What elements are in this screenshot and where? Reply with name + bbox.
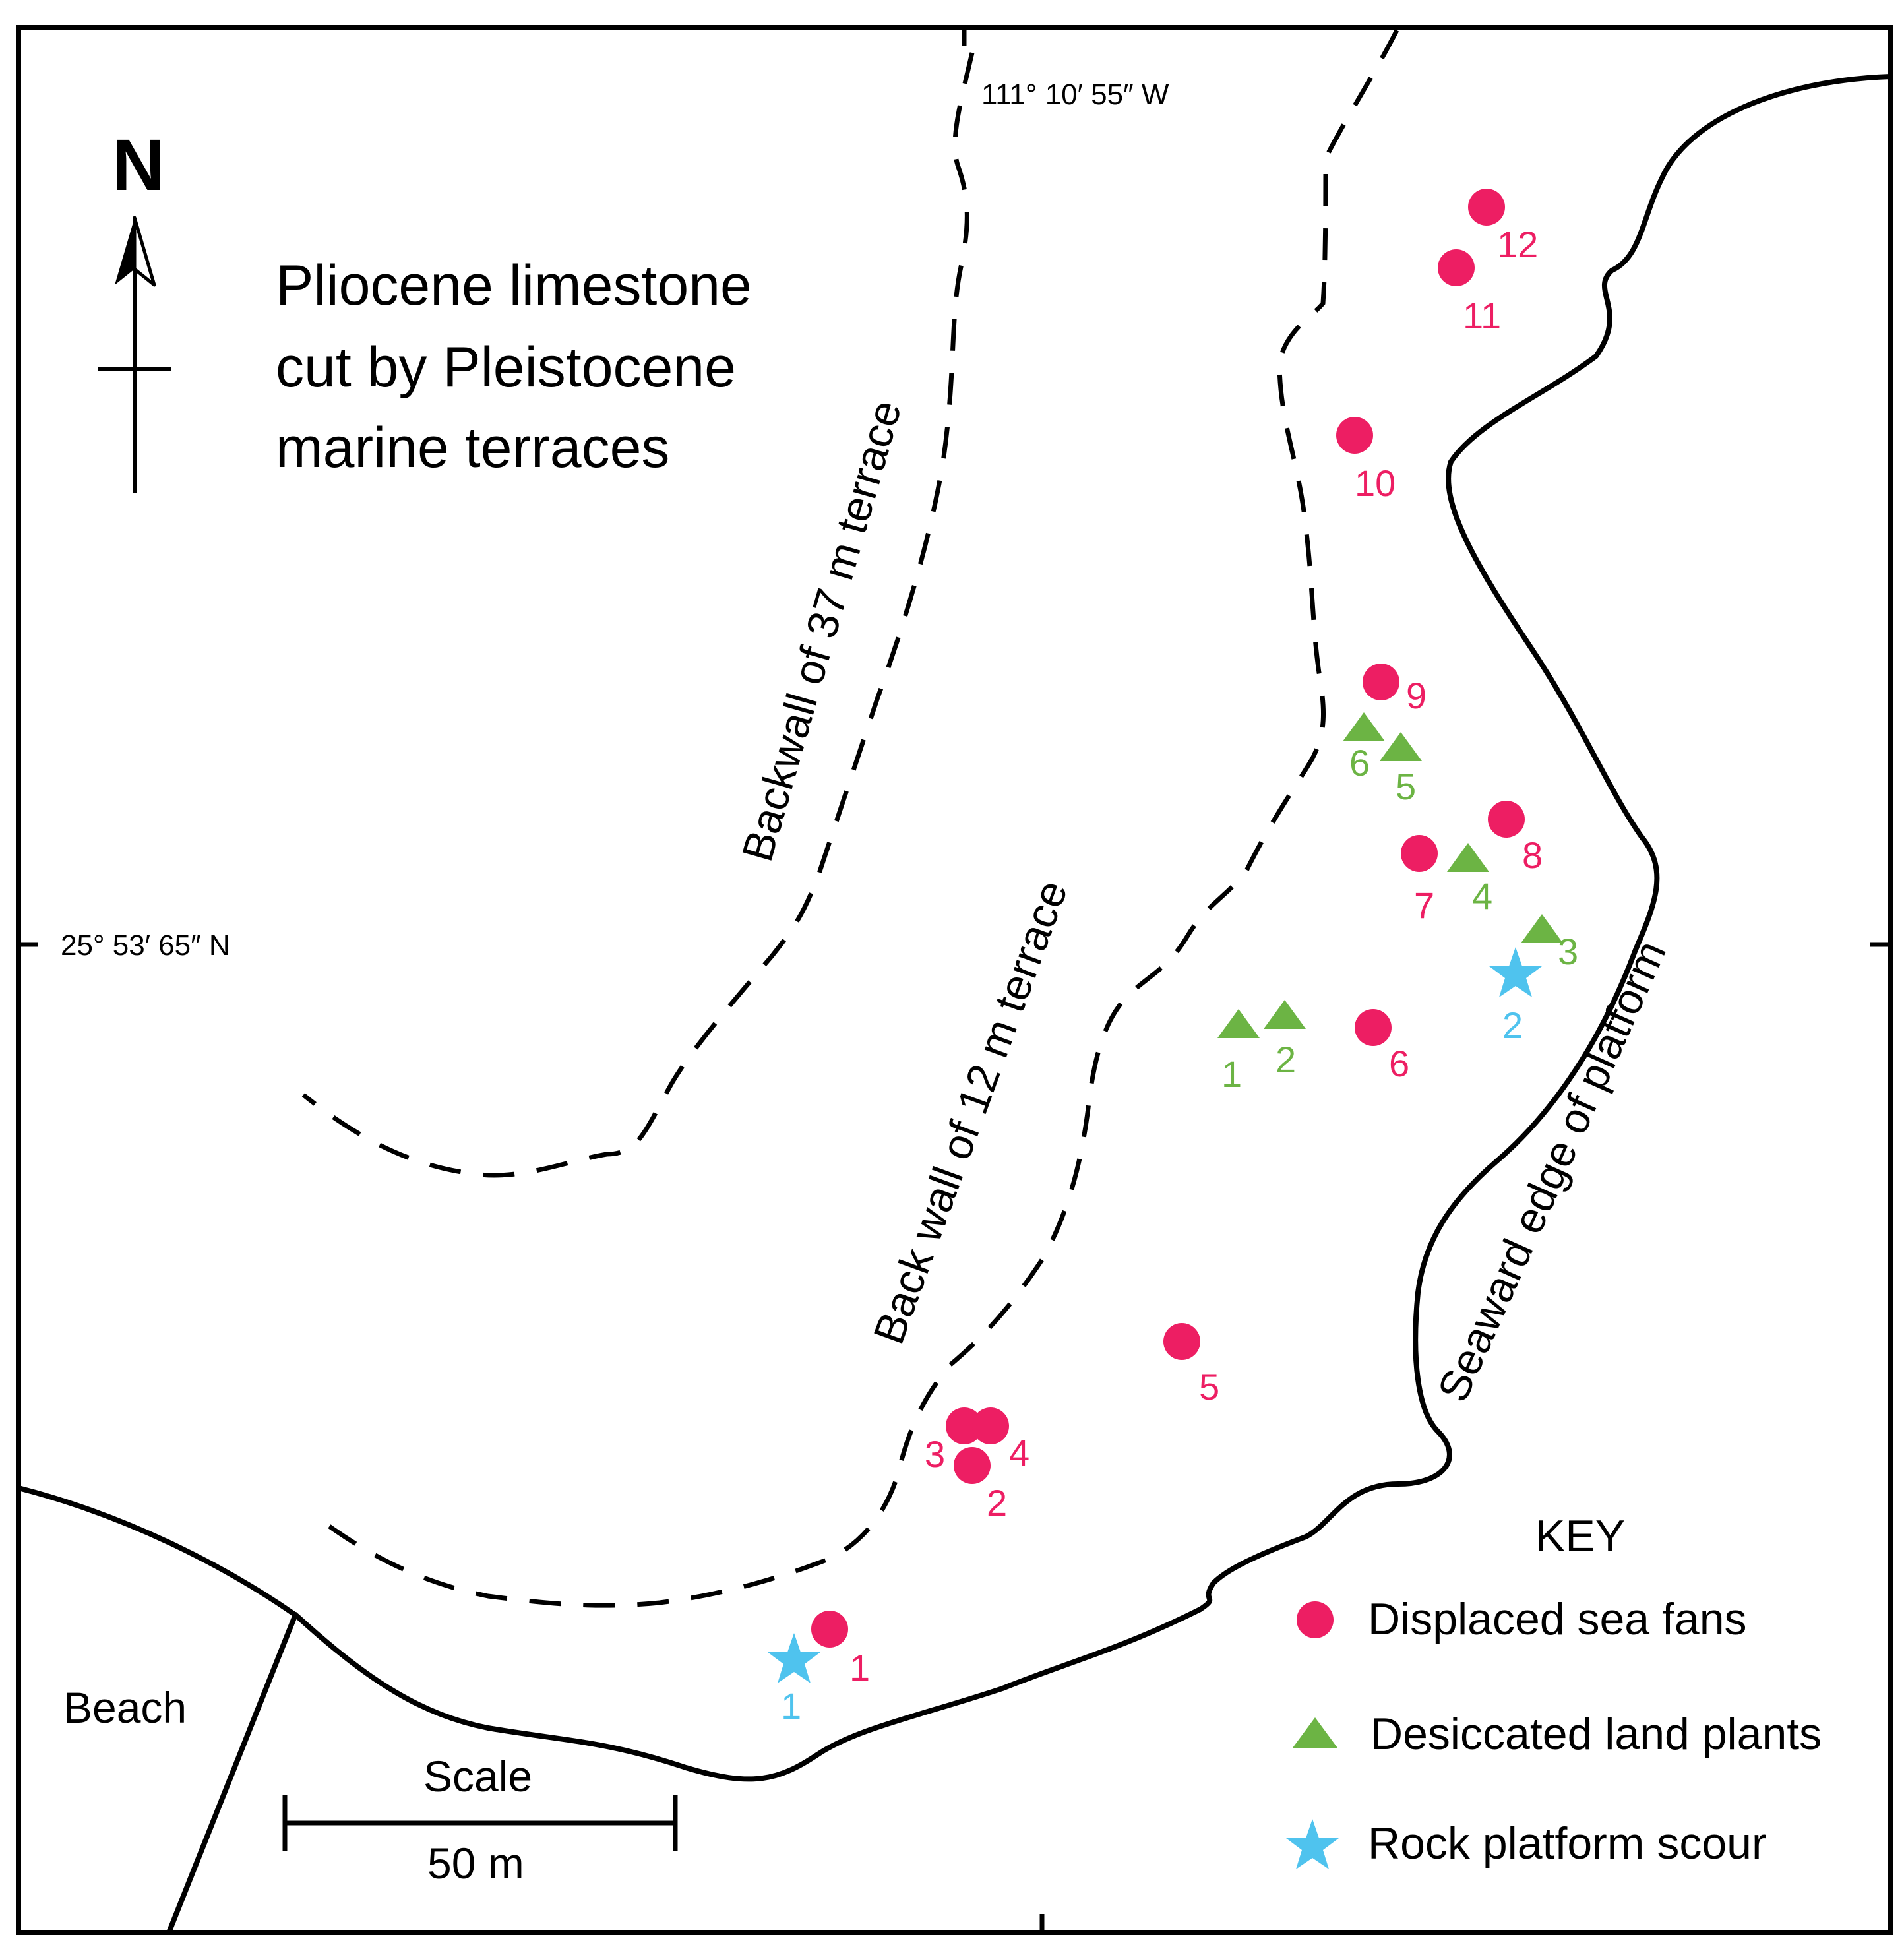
backwall-37m-line [301, 52, 975, 1178]
sea-fan-label-7: 7 [1414, 884, 1434, 926]
longitude-label: 111° 10′ 55″ W [981, 78, 1169, 111]
land-plant-marker-4 [1447, 843, 1489, 872]
sea-fan-marker-10 [1336, 417, 1373, 454]
sea-fan-marker-9 [1363, 664, 1399, 700]
land-plant-label-4: 4 [1472, 875, 1492, 917]
land-plant-markers [1217, 712, 1563, 1038]
sea-fan-marker-11 [1438, 249, 1475, 286]
scale-bar: Scale 50 m [282, 1752, 678, 1888]
sea-fan-label-4: 4 [1009, 1432, 1029, 1473]
north-arrowhead-icon [115, 218, 135, 285]
backwall-12m-label: Back wall of 12 m terrace [864, 874, 1077, 1350]
north-arrow: N [98, 125, 171, 493]
seaward-edge-line [16, 74, 1893, 1782]
beach-boundary-line [166, 1612, 298, 1935]
scour-label-1: 1 [781, 1685, 801, 1727]
map-frame [16, 25, 1893, 1935]
land-plant-label-6: 6 [1349, 742, 1370, 784]
sea-fan-marker-4 [972, 1407, 1009, 1444]
title-line-2: cut by Pleistocene [276, 336, 736, 399]
sea-fan-marker-7 [1401, 835, 1438, 872]
land-plant-label-2: 2 [1275, 1039, 1296, 1080]
sea-fan-marker-1 [811, 1611, 848, 1648]
sea-fan-label-3: 3 [925, 1433, 945, 1475]
title-line-1: Pliocene limestone [276, 254, 752, 317]
key-title: KEY [1535, 1511, 1625, 1561]
sea-fan-marker-6 [1355, 1009, 1392, 1046]
scale-title: Scale [423, 1752, 532, 1801]
map-title: Pliocene limestone cut by Pleistocene ma… [276, 254, 768, 479]
land-plant-marker-2 [1264, 1000, 1306, 1029]
key-land-plant-label: Desiccated land plants [1370, 1709, 1822, 1759]
sea-fan-marker-8 [1488, 801, 1525, 838]
sea-fan-label-10: 10 [1355, 462, 1396, 504]
beach-label: Beach [63, 1683, 187, 1732]
sea-fan-label-2: 2 [987, 1482, 1007, 1524]
land-plant-marker-5 [1380, 732, 1422, 761]
sea-fan-label-1: 1 [849, 1647, 870, 1688]
land-plant-marker-3 [1521, 914, 1563, 943]
land-plant-label-1: 1 [1221, 1053, 1242, 1095]
scour-labels: 1 2 [781, 1004, 1523, 1727]
sea-fan-labels: 1 2 3 4 5 6 7 8 9 10 11 12 [849, 224, 1543, 1688]
scour-label-2: 2 [1502, 1004, 1523, 1046]
key-sea-fan-icon [1297, 1601, 1334, 1638]
sea-fan-label-5: 5 [1199, 1366, 1219, 1407]
sea-fan-label-9: 9 [1406, 675, 1427, 716]
scour-marker-1 [768, 1633, 820, 1683]
sea-fan-label-12: 12 [1497, 224, 1538, 265]
north-label: N [112, 125, 164, 206]
key-land-plant-icon [1293, 1717, 1337, 1748]
land-plant-marker-1 [1217, 1009, 1260, 1038]
land-plant-marker-6 [1343, 712, 1385, 741]
land-plant-label-3: 3 [1558, 931, 1578, 972]
title-line-3: marine terraces [276, 416, 669, 479]
sea-fan-markers [811, 189, 1525, 1648]
scale-value: 50 m [427, 1839, 524, 1888]
map-key: KEY Displaced sea fans Desiccated land p… [1286, 1511, 1822, 1869]
land-plant-label-5: 5 [1396, 766, 1416, 807]
land-plant-labels: 1 2 3 4 5 6 [1221, 742, 1578, 1095]
sea-fan-marker-5 [1163, 1323, 1200, 1360]
sea-fan-marker-12 [1468, 189, 1505, 226]
sea-fan-marker-3 [946, 1407, 983, 1444]
seaward-edge-label: Seaward edge of platform [1428, 933, 1675, 1409]
north-arrowhead-outline-icon [133, 216, 156, 287]
sea-fan-label-8: 8 [1522, 834, 1543, 876]
scour-markers [768, 947, 1542, 1683]
key-sea-fan-label: Displaced sea fans [1368, 1594, 1747, 1644]
scour-marker-2 [1489, 947, 1542, 997]
latitude-label: 25° 53′ 65″ N [61, 929, 230, 962]
key-scour-icon [1286, 1819, 1339, 1869]
sea-fan-label-11: 11 [1463, 295, 1501, 336]
sea-fan-label-6: 6 [1389, 1043, 1409, 1084]
sea-fan-marker-2 [954, 1447, 991, 1484]
backwall-37m-label: Backwall of 37 m terrace [732, 395, 910, 867]
key-scour-label: Rock platform scour [1368, 1818, 1767, 1869]
